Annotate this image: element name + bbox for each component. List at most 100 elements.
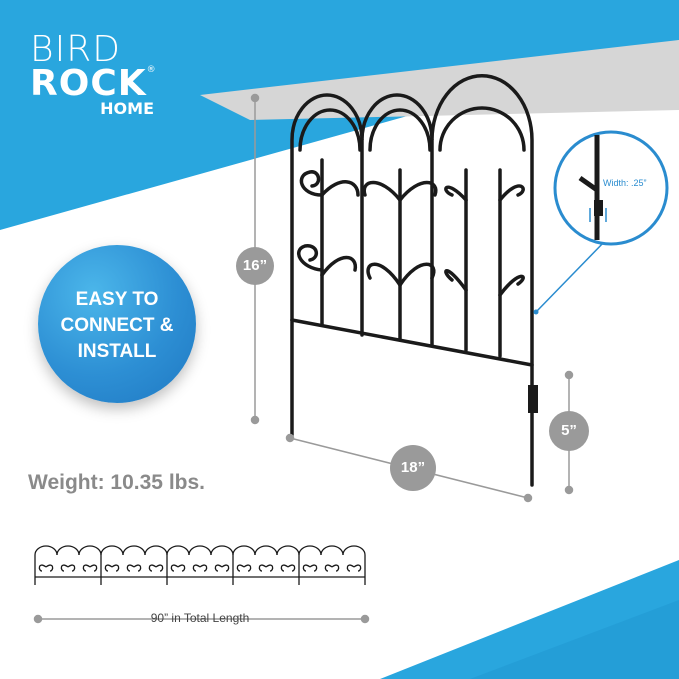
weight-text: Weight: 10.35 lbs. — [28, 471, 205, 494]
scroll-curl — [398, 262, 436, 287]
mini-scroll — [199, 564, 208, 572]
mini-scroll — [104, 564, 113, 572]
mini-scroll — [302, 564, 311, 572]
detail-width-label: Width: .25” — [603, 178, 647, 188]
mini-arch — [166, 545, 190, 556]
mini-scroll — [287, 564, 296, 572]
mini-frame — [166, 555, 233, 585]
mini-arch — [342, 545, 366, 556]
height-line-end — [250, 93, 260, 103]
total-length-end — [360, 614, 370, 624]
mini-scroll — [346, 564, 355, 572]
mini-scroll — [111, 564, 120, 572]
connector-clip — [528, 385, 538, 413]
badge-line: CONNECT & — [60, 315, 174, 336]
mini-frame — [232, 555, 299, 585]
mini-scroll — [265, 564, 274, 572]
scroll-curl — [299, 170, 324, 197]
mini-arch — [34, 545, 58, 556]
mini-scroll — [177, 564, 186, 572]
mini-scroll — [170, 564, 179, 572]
mini-arch — [232, 545, 256, 556]
mini-frame — [100, 555, 167, 585]
mini-scroll — [89, 564, 98, 572]
mini-scroll — [331, 564, 340, 572]
height-dimension: 16” — [236, 247, 274, 285]
registered-mark: ® — [146, 65, 157, 75]
detail-clip — [594, 200, 603, 216]
inner-arch-3 — [438, 106, 526, 152]
brand-line3: HOME — [100, 99, 154, 118]
mini-scroll — [280, 564, 289, 572]
stake-line-end — [564, 370, 574, 380]
top-gray-band — [200, 40, 679, 120]
inner-arch-2 — [368, 108, 432, 152]
scroll-curl — [320, 255, 357, 277]
mini-arch — [100, 545, 124, 556]
inner-arch-1 — [298, 108, 362, 152]
mini-scroll — [243, 564, 252, 572]
bottom-blue-accent — [470, 600, 679, 679]
stake-line-end — [564, 485, 574, 495]
total-length-label: 90” in Total Length — [150, 611, 250, 625]
mini-scroll — [221, 564, 230, 572]
mini-frame — [298, 555, 365, 585]
mini-arch — [122, 545, 146, 556]
scroll-curl — [444, 269, 468, 292]
mini-scroll — [214, 564, 223, 572]
fence-row-group — [34, 545, 366, 585]
callout-leader — [535, 239, 607, 313]
badge-line: EASY TO — [75, 289, 159, 310]
detail-arm — [578, 175, 599, 193]
width-dimension: 18” — [390, 445, 436, 491]
mini-scroll — [60, 564, 69, 572]
mini-scroll — [324, 564, 333, 572]
mini-scroll — [236, 564, 245, 572]
mini-scroll — [309, 564, 318, 572]
mini-scroll — [258, 564, 267, 572]
mini-scroll — [38, 564, 47, 572]
height-line-end — [250, 415, 260, 425]
easy-install-badge: EASY TO CONNECT & INSTALL — [38, 245, 196, 403]
width-line-end — [285, 433, 295, 443]
mini-arch — [188, 545, 212, 556]
mini-scroll — [148, 564, 157, 572]
mini-scroll — [82, 564, 91, 572]
scroll-curl — [297, 244, 324, 272]
scroll-curl — [498, 274, 525, 297]
mini-scroll — [67, 564, 76, 572]
mini-arch — [78, 545, 102, 556]
scroll-curl — [362, 180, 402, 202]
mini-arch — [320, 545, 344, 556]
mini-arch — [298, 545, 322, 556]
mini-arch — [276, 545, 300, 556]
scroll-curl — [444, 185, 468, 202]
mini-scroll — [126, 564, 135, 572]
fence-crossbar — [290, 318, 534, 367]
mini-arch — [210, 545, 234, 556]
scroll-curl — [498, 184, 525, 202]
mini-scroll — [192, 564, 201, 572]
mini-arch — [56, 545, 80, 556]
mini-scroll — [353, 564, 362, 572]
brand-line2-wrap: ROCK® — [30, 66, 157, 102]
scroll-curl — [398, 180, 438, 202]
width-line-end — [523, 493, 533, 503]
mini-arch — [144, 545, 168, 556]
mini-scroll — [45, 564, 54, 572]
mini-arch — [254, 545, 278, 556]
mini-scroll — [133, 564, 142, 572]
brand-line1: BIRD — [30, 29, 121, 70]
mini-frame — [34, 555, 101, 585]
brand-line2: ROCK — [30, 63, 147, 104]
brand-logo: BIRD ROCK® HOME — [30, 32, 157, 117]
scroll-curl — [366, 262, 402, 287]
stake-dimension: 5” — [549, 411, 589, 451]
callout-point — [533, 309, 539, 315]
scroll-curl — [320, 180, 360, 197]
bottom-blue-band — [380, 560, 679, 679]
fence-arches — [290, 74, 534, 487]
